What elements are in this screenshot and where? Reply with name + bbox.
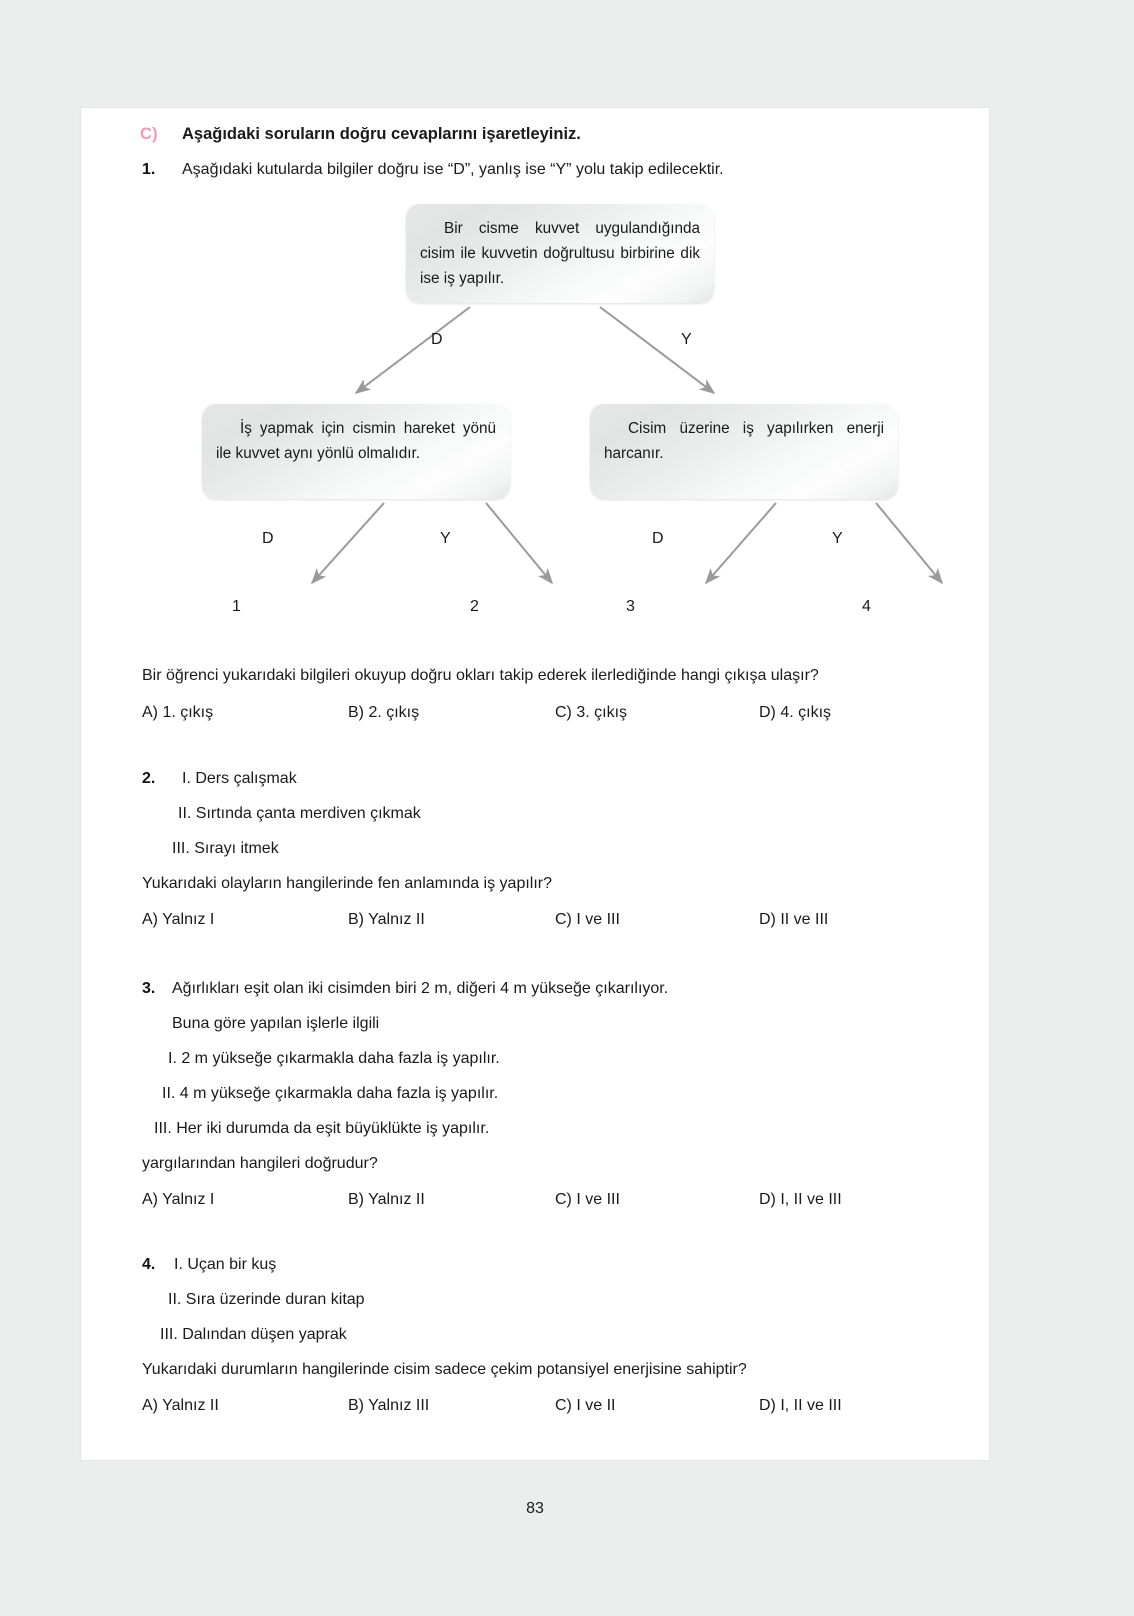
question-1-option-c[interactable]: C) 3. çıkış	[555, 704, 628, 721]
question-2-item-3: III. Sırayı itmek	[172, 840, 279, 857]
question-2-option-a[interactable]: A) Yalnız I	[142, 911, 215, 928]
flowchart-box-top-text: Bir cisme kuvvet uygulandığında cisim il…	[420, 220, 700, 287]
flowchart-box-right: Cisim üzerine iş yapılırken enerji harca…	[590, 403, 898, 499]
question-4-options: A) Yalnız II B) Yalnız III C) I ve II D)…	[140, 1397, 930, 1419]
question-1-option-a[interactable]: A) 1. çıkış	[142, 704, 214, 721]
worksheet-page: C) Aşağıdaki soruların doğru cevaplarını…	[81, 108, 989, 1460]
question-1-prompt: Aşağıdaki kutularda bilgiler doğru ise “…	[182, 161, 724, 178]
flowchart-exit-1: 1	[232, 598, 241, 615]
question-2-option-d[interactable]: D) II ve III	[759, 911, 829, 928]
question-2-option-c[interactable]: C) I ve III	[555, 911, 620, 928]
question-4-option-d[interactable]: D) I, II ve III	[759, 1397, 842, 1414]
question-4-question: Yukarıdaki durumların hangilerinde cisim…	[142, 1361, 747, 1378]
question-3-lead: Buna göre yapılan işlerle ilgili	[172, 1015, 380, 1032]
branch-label-top-left: D	[431, 331, 443, 348]
flowchart: Bir cisme kuvvet uygulandığında cisim il…	[140, 203, 944, 633]
question-4-option-c[interactable]: C) I ve II	[555, 1397, 616, 1414]
question-3-option-a[interactable]: A) Yalnız I	[142, 1191, 215, 1208]
section-header: C) Aşağıdaki soruların doğru cevaplarını…	[140, 125, 930, 151]
question-2-options: A) Yalnız I B) Yalnız II C) I ve III D) …	[140, 911, 930, 933]
question-3-item-1: I. 2 m yükseğe çıkarmakla daha fazla iş …	[168, 1050, 500, 1067]
question-2-question: Yukarıdaki olayların hangilerinde fen an…	[142, 875, 553, 892]
question-3-question: yargılarından hangileri doğrudur?	[142, 1155, 378, 1172]
branch-label-left-d: D	[262, 530, 274, 547]
flowchart-box-top: Bir cisme kuvvet uygulandığında cisim il…	[406, 203, 714, 303]
question-3-prompt: Ağırlıkları eşit olan iki cisimden biri …	[172, 980, 669, 997]
question-4-option-a[interactable]: A) Yalnız II	[142, 1397, 219, 1414]
question-3-option-d[interactable]: D) I, II ve III	[759, 1191, 842, 1208]
question-1-question: Bir öğrenci yukarıdaki bilgileri okuyup …	[142, 667, 819, 684]
question-4-number: 4.	[142, 1256, 156, 1273]
branch-label-right-y: Y	[832, 530, 843, 547]
question-3-options: A) Yalnız I B) Yalnız II C) I ve III D) …	[140, 1191, 930, 1213]
question-4-item-2: II. Sıra üzerinde duran kitap	[168, 1291, 365, 1308]
question-2-number: 2.	[142, 770, 156, 787]
question-3-option-c[interactable]: C) I ve III	[555, 1191, 620, 1208]
question-1-option-d[interactable]: D) 4. çıkış	[759, 704, 832, 721]
flowchart-exit-3: 3	[626, 598, 635, 615]
flowchart-exit-4: 4	[862, 598, 871, 615]
page-content: C) Aşağıdaki soruların doğru cevaplarını…	[140, 125, 944, 1445]
section-letter: C)	[140, 125, 158, 143]
page-number: 83	[526, 1500, 544, 1517]
question-3-item-3: III. Her iki durumda da eşit büyüklükte …	[154, 1120, 490, 1137]
question-1-number: 1.	[142, 161, 156, 178]
flowchart-exit-2: 2	[470, 598, 479, 615]
branch-label-top-right: Y	[681, 331, 692, 348]
question-3-item-2: II. 4 m yükseğe çıkarmakla daha fazla iş…	[162, 1085, 499, 1102]
question-1-options: A) 1. çıkış B) 2. çıkış C) 3. çıkış D) 4…	[140, 704, 930, 726]
flowchart-box-right-text: Cisim üzerine iş yapılırken enerji harca…	[604, 420, 884, 462]
question-2-item-1: I. Ders çalışmak	[182, 770, 297, 787]
question-1-option-b[interactable]: B) 2. çıkış	[348, 704, 420, 721]
flowchart-box-left-text: İş yapmak için cismin hareket yönü ile k…	[216, 420, 496, 462]
section-title: Aşağıdaki soruların doğru cevaplarını iş…	[182, 125, 581, 143]
branch-label-right-d: D	[652, 530, 664, 547]
branch-label-left-y: Y	[440, 530, 451, 547]
question-4-option-b[interactable]: B) Yalnız III	[348, 1397, 430, 1414]
flowchart-box-left: İş yapmak için cismin hareket yönü ile k…	[202, 403, 510, 499]
question-3-number: 3.	[142, 980, 156, 997]
question-4-item-1: I. Uçan bir kuş	[174, 1256, 277, 1273]
question-2-option-b[interactable]: B) Yalnız II	[348, 911, 425, 928]
question-4-item-3: III. Dalından düşen yaprak	[160, 1326, 347, 1343]
question-2-item-2: II. Sırtında çanta merdiven çıkmak	[178, 805, 421, 822]
question-3-option-b[interactable]: B) Yalnız II	[348, 1191, 425, 1208]
